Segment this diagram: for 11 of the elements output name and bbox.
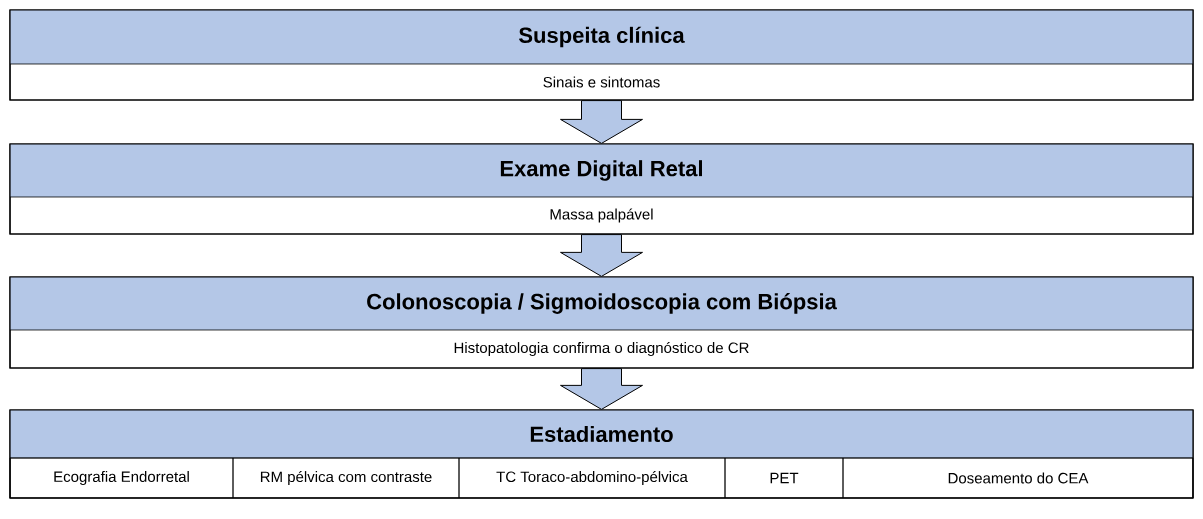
table-cell: Doseamento do CEA bbox=[842, 457, 1194, 499]
stage-box: Suspeita clínica Sinais e sintomas bbox=[9, 9, 1194, 101]
block-arrow bbox=[560, 100, 643, 144]
table-cell: RM pélvica com contraste bbox=[232, 457, 460, 499]
block-arrow bbox=[560, 234, 643, 277]
table-cell: TC Toraco-abdomino-pélvica bbox=[458, 457, 726, 499]
block-arrow bbox=[560, 368, 643, 410]
table-cell: Ecografia Endorretal bbox=[9, 457, 234, 499]
stage-box: Exame Digital Retal Massa palpável bbox=[9, 143, 1194, 235]
stage-box: Colonoscopia / Sigmoidoscopia com Biópsia Histopatologia confirma o diagnóstico de CR bbox=[9, 276, 1194, 369]
table-cell: PET bbox=[724, 457, 844, 499]
